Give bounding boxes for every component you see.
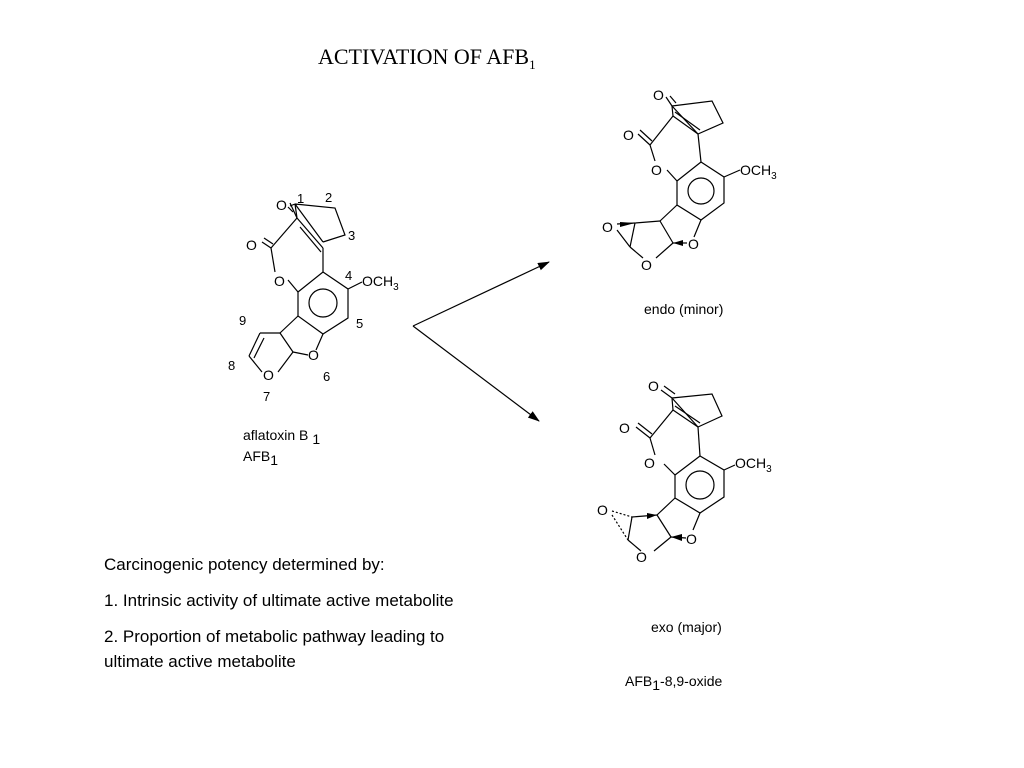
aflatoxin-b1-structure: O O O O O OCH3 1 2 3 4 5 6 7 8 9 aflatox…	[228, 190, 399, 468]
exo-atom-o-furan-2: O	[636, 549, 647, 565]
notes-item-2-line-2: ultimate active metabolite	[104, 652, 296, 671]
position-3: 3	[348, 228, 355, 243]
endo-epoxide-structure: O O O OCH3 O O O endo (minor)	[602, 87, 777, 317]
exo-atom-o-epoxide: O	[597, 502, 608, 518]
position-8: 8	[228, 358, 235, 373]
atom-o-lactone: O	[274, 273, 285, 289]
endo-atom-o-epoxide: O	[602, 219, 613, 235]
page-title: ACTIVATION OF AFB1	[318, 44, 536, 72]
position-2: 2	[325, 190, 332, 205]
atom-o-carbonyl: O	[246, 237, 257, 253]
endo-methoxy-group: OCH3	[740, 162, 777, 182]
endo-label: endo (minor)	[644, 301, 723, 317]
endo-atom-o-lactone: O	[651, 162, 662, 178]
exo-atom-o-carbonyl: O	[619, 420, 630, 436]
product-name: AFB1-8,9-oxide	[625, 673, 723, 693]
exo-atom-o-keto: O	[648, 378, 659, 394]
atom-o-furan-2: O	[263, 367, 274, 383]
exo-methoxy-group: OCH3	[735, 455, 772, 475]
atom-o-furan: O	[308, 347, 319, 363]
arrow-to-exo	[412, 325, 540, 422]
endo-atom-o-carbonyl: O	[623, 127, 634, 143]
arrow-to-endo	[412, 261, 550, 327]
position-6: 6	[323, 369, 330, 384]
endo-atom-o-keto: O	[653, 87, 664, 103]
afb1-abbrev: AFB1	[243, 448, 278, 468]
endo-atom-o-furan-2: O	[641, 257, 652, 273]
notes-item-2-line-1: 2. Proportion of metabolic pathway leadi…	[104, 627, 444, 646]
notes-heading: Carcinogenic potency determined by:	[104, 555, 385, 574]
endo-atom-o-furan: O	[688, 236, 699, 252]
exo-atom-o-furan: O	[686, 531, 697, 547]
position-1: 1	[297, 191, 304, 206]
position-9: 9	[239, 313, 246, 328]
notes-item-1: 1. Intrinsic activity of ultimate active…	[104, 591, 454, 610]
position-4: 4	[345, 268, 352, 283]
position-5: 5	[356, 316, 363, 331]
atom-o-keto: O	[276, 197, 287, 213]
exo-atom-o-lactone: O	[644, 455, 655, 471]
methoxy-group: OCH3	[362, 273, 399, 293]
position-7: 7	[263, 389, 270, 404]
exo-epoxide-structure: O O O OCH3 O O O exo (major)	[597, 378, 772, 635]
exo-label: exo (major)	[651, 619, 722, 635]
